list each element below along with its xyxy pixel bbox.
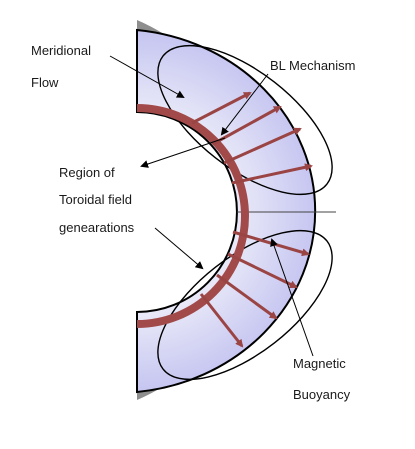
southern-flow-cell bbox=[157, 229, 333, 381]
meridional-flow-pointer bbox=[109, 55, 185, 98]
northern-flow-cell bbox=[157, 44, 333, 196]
meridional-flow-label: Meridional Flow bbox=[31, 43, 95, 90]
buoyancy-arrow bbox=[231, 163, 313, 185]
magnetic-buoyancy-label: Magnetic Buoyancy bbox=[293, 356, 351, 402]
buoyancy-arrow bbox=[191, 91, 252, 125]
buoyancy-arrow bbox=[227, 252, 298, 289]
buoyancy-arrow bbox=[199, 293, 244, 348]
bl-mechanism-label: BL Mechanism bbox=[270, 58, 356, 73]
toroidal-region-pointer-down bbox=[154, 227, 204, 270]
meridional-flow-cells bbox=[157, 44, 333, 381]
magnetic-buoyancy-pointer bbox=[270, 238, 314, 357]
toroidal-region-label: Region of Toroidal field genearations bbox=[59, 165, 136, 235]
annotation-pointers bbox=[109, 55, 314, 357]
convection-zone bbox=[136, 28, 317, 394]
toroidal-region-pointer-up bbox=[140, 137, 226, 168]
buoyancy-arrow bbox=[216, 273, 278, 320]
toroidal-field-band bbox=[136, 104, 249, 328]
bl-mechanism-pointer bbox=[220, 73, 269, 136]
buoyancy-arrow bbox=[223, 127, 302, 165]
